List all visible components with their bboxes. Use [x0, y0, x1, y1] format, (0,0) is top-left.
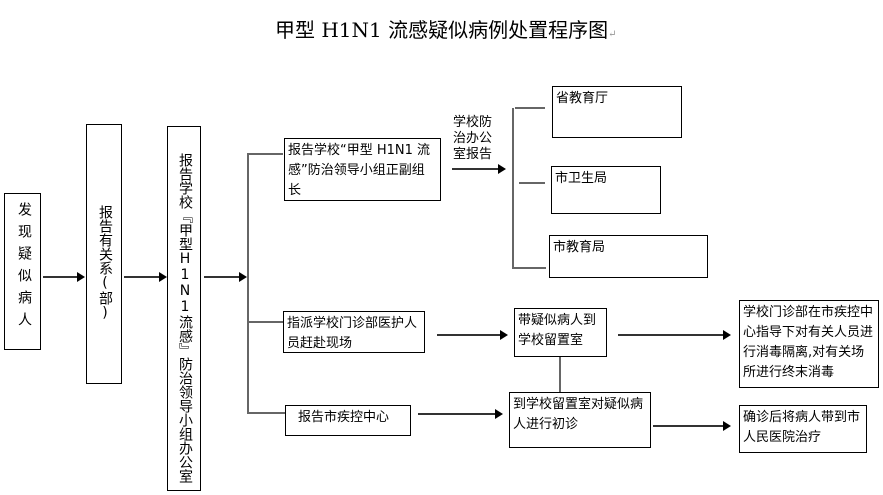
node-text: 指派学校门诊部医护人员赶赴现场	[287, 316, 418, 351]
arrow	[452, 164, 506, 174]
node-text: 到学校留置室对疑似病人进行初诊	[513, 397, 644, 432]
node-report-leader: 报告学校“甲型 H1N1 流感”防治领导小组正副组长	[284, 138, 441, 201]
node-report-dept: 报告有关系(部)	[86, 124, 122, 384]
node-report-cdc: 报告市疾控中心	[285, 405, 411, 436]
bracket-line	[247, 153, 249, 414]
label-text: 学校防治办公室报告	[453, 115, 493, 162]
branch-line	[514, 267, 546, 269]
branch-line	[519, 182, 545, 184]
node-dispatch-clinic: 指派学校门诊部医护人员赶赴现场	[283, 311, 425, 353]
node-text: 省教育厅	[556, 91, 609, 106]
node-text: 学校门诊部在市疾控中心指导下对有关人员进行消毒隔离,对有关场所进行终末消毒	[743, 305, 874, 380]
node-initial-diagnosis: 到学校留置室对疑似病人进行初诊	[509, 392, 651, 448]
node-discover: 发现疑似病人	[4, 193, 41, 350]
arrow	[437, 330, 508, 340]
node-text: 发现疑似病人	[16, 202, 32, 334]
node-text: 确诊后将病人带到市人民医院治疗	[743, 410, 861, 445]
bracket-line	[512, 108, 514, 269]
node-text: 报告学校『甲型H1N1流感』防治领导小组办公室	[177, 153, 193, 483]
node-city-edu: 市教育局	[549, 235, 708, 278]
arrow	[43, 272, 85, 282]
node-text: 报告市疾控中心	[298, 410, 390, 425]
arrow	[653, 421, 731, 431]
node-text: 报告有关系(部)	[97, 205, 113, 321]
node-take-to-room: 带疑似病人到学校留置室	[514, 308, 607, 357]
node-report-office: 报告学校『甲型H1N1流感』防治领导小组办公室	[167, 126, 201, 491]
node-text: 市卫生局	[555, 171, 608, 186]
arrow	[204, 272, 247, 282]
branch-line	[247, 153, 283, 155]
connector-line	[559, 357, 561, 395]
node-disinfect: 学校门诊部在市疾控中心指导下对有关人员进行消毒隔离,对有关场所进行终末消毒	[739, 300, 879, 388]
arrow	[124, 272, 167, 282]
page-title: 甲型 H1N1 流感疑似病例处置程序图↵	[275, 14, 617, 43]
title-text: 甲型 H1N1 流感疑似病例处置程序图	[275, 18, 609, 42]
return-mark: ↵	[608, 29, 617, 40]
branch-line	[247, 321, 283, 323]
node-text: 带疑似病人到学校留置室	[518, 313, 597, 348]
node-province-edu: 省教育厅	[552, 86, 682, 138]
node-hospital: 确诊后将病人带到市人民医院治疗	[739, 405, 867, 453]
arrow	[418, 409, 503, 419]
node-city-health: 市卫生局	[551, 166, 661, 214]
branch-line	[515, 107, 545, 109]
office-report-label: 学校防治办公室报告	[453, 115, 503, 163]
branch-line	[247, 412, 285, 414]
node-text: 市教育局	[553, 240, 606, 255]
arrow	[618, 330, 731, 340]
node-text: 报告学校“甲型 H1N1 流感”防治领导小组正副组长	[288, 143, 431, 198]
